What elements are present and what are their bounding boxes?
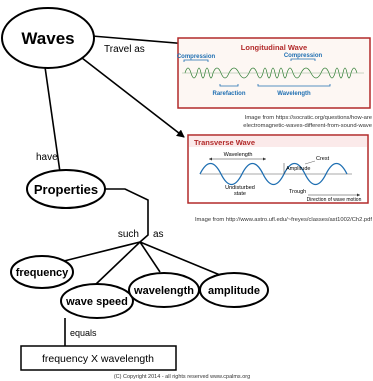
longitudinal-wave-panel: Longitudinal Wave Compression Compressio… (177, 37, 371, 109)
node-wavelength: wavelength (128, 272, 200, 308)
undisturbed-label-2: state (234, 191, 246, 197)
node-amplitude: amplitude (199, 272, 269, 308)
link-properties-such (105, 188, 149, 243)
transverse-sine-wave (199, 162, 348, 186)
node-properties: Properties (26, 169, 106, 209)
compression-label-right: Compression (284, 53, 323, 59)
link-to-frequency (59, 241, 141, 263)
node-wave-speed: wave speed (60, 283, 134, 319)
longitudinal-wavelength-label: Wavelength (277, 91, 311, 97)
transverse-title: Transverse Wave (194, 138, 255, 147)
link-label-equals: equals (70, 328, 97, 338)
longitudinal-wave-coil (182, 67, 364, 79)
link-to-wave-speed (94, 241, 141, 286)
undisturbed-label-1: Undisturbed (225, 185, 255, 191)
trough-label: Trough (289, 189, 306, 195)
link-waves-transverse (81, 57, 185, 138)
node-wavelength-label: wavelength (133, 285, 194, 297)
transverse-caption: Image from http://www.astro.ufl.edu/~fre… (195, 217, 372, 223)
node-formula: frequency X wavelength (20, 345, 177, 371)
longitudinal-caption-1: Image from https://socratic.org/question… (245, 115, 372, 121)
longitudinal-title: Longitudinal Wave (241, 43, 307, 52)
transverse-wavelength-label: Wavelength (224, 152, 253, 158)
node-frequency-label: frequency (16, 267, 69, 279)
copyright-footer: (C) Copyright 2014 - all rights reserved… (114, 374, 250, 380)
link-to-wavelength (139, 241, 161, 273)
transverse-wave-panel: Transverse Wave Wavelength Amplitude Cre… (187, 134, 369, 204)
node-amplitude-label: amplitude (208, 285, 260, 297)
link-label-travel-as: Travel as (104, 44, 145, 55)
node-wave-speed-label: wave speed (65, 296, 128, 308)
link-label-such: such (118, 229, 139, 240)
node-waves-label: Waves (21, 29, 74, 48)
longitudinal-caption-2: electromagnetic-waves-different-from-sou… (243, 123, 372, 129)
direction-label: Direction of wave motion (307, 197, 362, 203)
link-waves-properties (44, 66, 61, 173)
link-label-as: as (153, 229, 164, 240)
node-waves: Waves (1, 7, 95, 69)
link-label-have: have (36, 152, 58, 163)
crest-label: Crest (316, 156, 330, 162)
node-frequency: frequency (10, 255, 74, 289)
amplitude-label: Amplitude (286, 166, 310, 172)
node-properties-label: Properties (34, 182, 98, 197)
rarefaction-label: Rarefaction (212, 91, 245, 97)
compression-label-left: Compression (177, 54, 216, 60)
link-to-amplitude (139, 241, 221, 276)
node-formula-label: frequency X wavelength (42, 353, 154, 365)
